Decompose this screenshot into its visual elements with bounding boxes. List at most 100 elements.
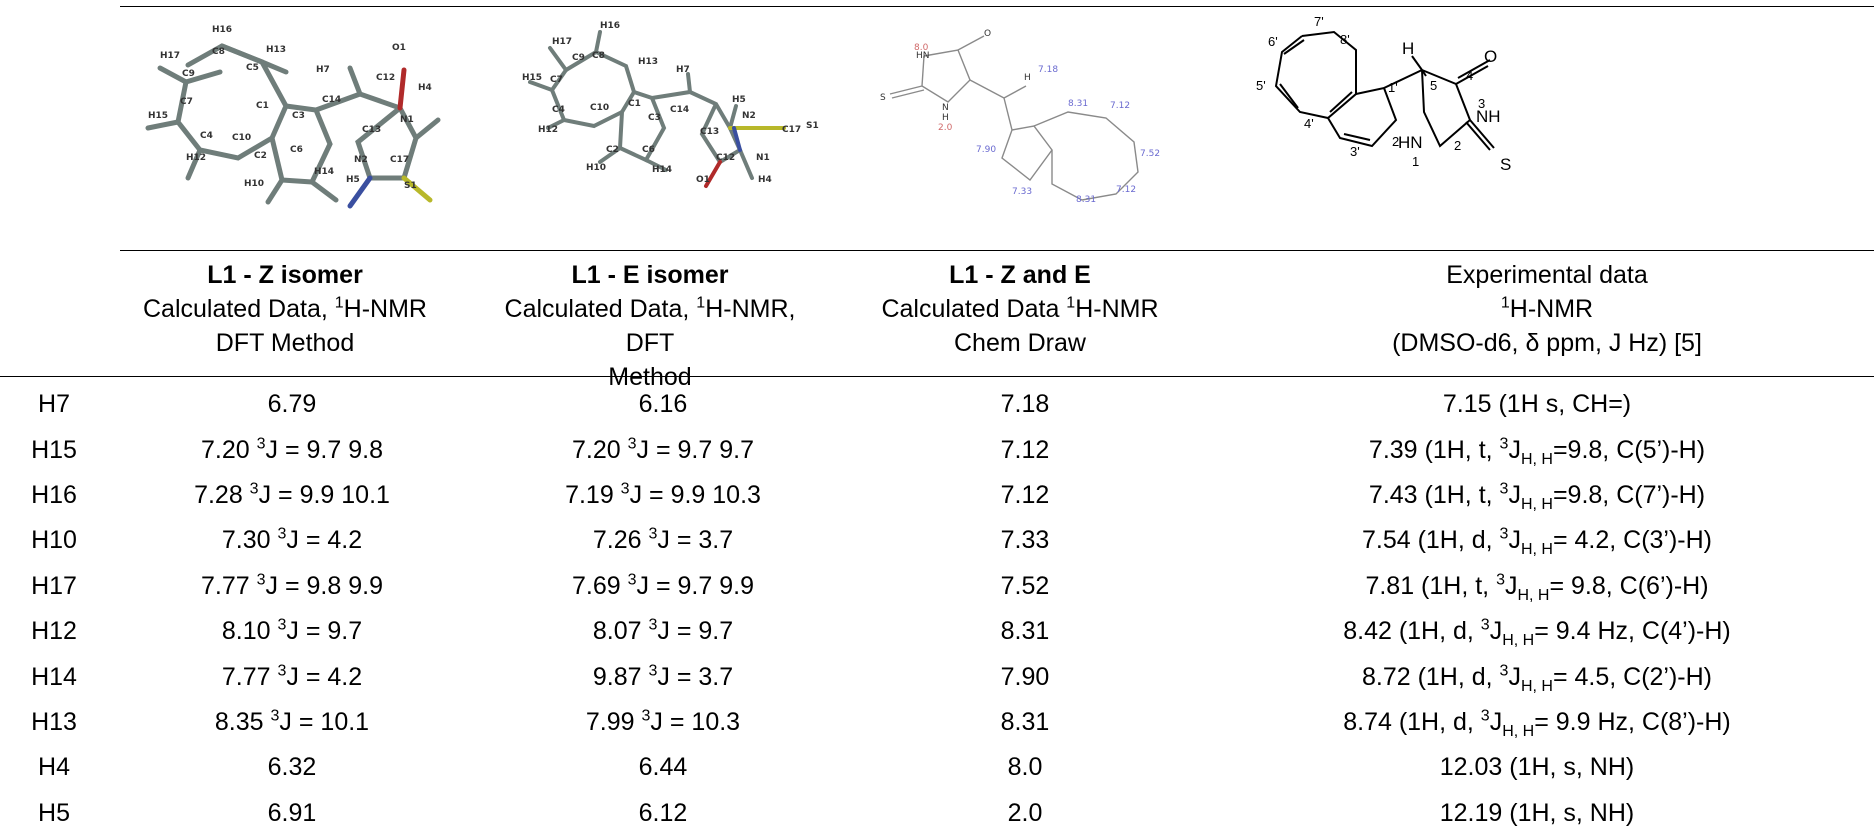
e-shift: 7.26 3J = 3.7 <box>592 526 734 555</box>
chemdraw-shift: 7.33 <box>1000 526 1050 555</box>
svg-text:HN: HN <box>1398 133 1423 152</box>
svg-text:H17: H17 <box>552 37 572 47</box>
svg-text:S: S <box>880 93 886 103</box>
svg-text:1': 1' <box>1388 80 1398 95</box>
svg-text:H10: H10 <box>586 163 606 173</box>
chemdraw-labels: S O HN N H H 8.0 2.0 7.18 8.31 7.12 7.90… <box>880 29 1160 205</box>
svg-text:H14: H14 <box>314 167 334 177</box>
e-shift: 8.07 3J = 9.7 <box>592 616 734 646</box>
experimental-shift: 7.81 (1H, t, 3JH, H= 9.8, C(6’)-H) <box>1365 571 1709 604</box>
svg-text:O: O <box>1484 47 1497 66</box>
chemdraw-structure <box>889 35 1139 201</box>
proton-label: H10 <box>31 526 77 555</box>
column-header-e: L1 - E isomer Calculated Data, 1H-NMR, D… <box>504 261 796 391</box>
svg-text:H4: H4 <box>418 83 432 93</box>
proton-label: H16 <box>31 480 77 509</box>
table-row: H4 6.32 6.44 8.0 12.03 (1H, s, NH) <box>0 745 1874 790</box>
svg-text:C1: C1 <box>256 101 269 111</box>
svg-text:4': 4' <box>1304 116 1314 131</box>
svg-text:C5: C5 <box>246 63 259 73</box>
svg-text:C12: C12 <box>376 73 395 83</box>
z-shift: 7.77 3J = 9.8 9.9 <box>201 571 383 600</box>
svg-text:H5: H5 <box>732 95 746 105</box>
svg-text:7': 7' <box>1314 14 1324 29</box>
svg-text:S1: S1 <box>404 181 417 191</box>
chemdraw-shift: 8.31 <box>1000 707 1050 736</box>
svg-text:7.12: 7.12 <box>1110 101 1130 111</box>
svg-text:7.33: 7.33 <box>1012 187 1032 197</box>
z-shift: 7.77 3J = 4.2 <box>221 662 363 691</box>
svg-text:H14: H14 <box>652 165 672 175</box>
svg-text:H5: H5 <box>346 175 360 185</box>
chemdraw-shift: 7.12 <box>1000 480 1050 509</box>
svg-text:C4: C4 <box>200 131 213 141</box>
svg-text:O1: O1 <box>392 43 406 53</box>
e-shift: 7.19 3J = 9.9 10.3 <box>565 480 761 509</box>
svg-text:5': 5' <box>1256 78 1266 93</box>
svg-text:C17: C17 <box>782 125 801 135</box>
proton-label: H7 <box>38 390 70 419</box>
svg-text:2: 2 <box>1454 138 1461 153</box>
svg-text:H10: H10 <box>244 179 264 189</box>
svg-text:7.52: 7.52 <box>1140 149 1160 159</box>
table-row: H12 8.10 3J = 9.7 8.07 3J = 9.7 8.31 8.4… <box>0 609 1874 654</box>
svg-text:3: 3 <box>1478 96 1485 111</box>
top-rule <box>120 6 1874 7</box>
header-rule <box>0 376 1874 377</box>
column-header-experimental: Experimental data 1H-NMR (DMSO-d6, δ ppm… <box>1392 261 1702 357</box>
svg-text:O: O <box>984 29 991 39</box>
z-shift: 8.10 3J = 9.7 <box>221 616 363 646</box>
structure-rule <box>120 250 1874 251</box>
svg-text:8.31: 8.31 <box>1076 195 1096 205</box>
svg-text:7.12: 7.12 <box>1116 185 1136 195</box>
table-row: H13 8.35 3J = 10.1 7.99 3J = 10.3 8.31 8… <box>0 700 1874 745</box>
svg-text:H15: H15 <box>522 73 542 83</box>
svg-text:C8: C8 <box>592 51 605 61</box>
z-isomer-model <box>145 43 441 205</box>
svg-text:C6: C6 <box>290 145 303 155</box>
svg-text:C4: C4 <box>552 105 565 115</box>
svg-text:C14: C14 <box>670 105 689 115</box>
svg-text:H13: H13 <box>638 57 658 67</box>
e-shift: 9.87 3J = 3.7 <box>592 662 734 691</box>
proton-label: H5 <box>38 798 70 827</box>
svg-text:2': 2' <box>1392 134 1402 149</box>
svg-text:8': 8' <box>1340 32 1350 47</box>
chemdraw-shift: 2.0 <box>1007 798 1043 827</box>
svg-text:S1: S1 <box>806 121 819 131</box>
svg-text:1: 1 <box>1412 154 1419 169</box>
experimental-shift: 8.74 (1H, d, 3JH, H= 9.9 Hz, C(8’)-H) <box>1343 707 1731 740</box>
svg-text:2.0: 2.0 <box>938 123 953 133</box>
svg-text:6': 6' <box>1268 34 1278 49</box>
svg-text:C9: C9 <box>572 53 585 63</box>
svg-text:N1: N1 <box>756 153 770 163</box>
column-header-z: L1 - Z isomer Calculated Data, 1H-NMR DF… <box>142 261 427 357</box>
svg-text:C9: C9 <box>182 69 195 79</box>
experimental-structure-labels: H O NH HN S 3 4 5 1 2 1' 2' 3' 4' 5' 6' … <box>1256 14 1511 174</box>
proton-label: H14 <box>31 662 77 691</box>
svg-text:H: H <box>942 113 949 123</box>
experimental-shift: 12.19 (1H, s, NH) <box>1439 798 1635 827</box>
svg-text:H4: H4 <box>758 175 772 185</box>
svg-text:4: 4 <box>1466 68 1473 83</box>
e-shift: 7.99 3J = 10.3 <box>585 707 741 736</box>
svg-text:8.0: 8.0 <box>914 43 929 53</box>
chemdraw-shift: 8.31 <box>1000 617 1050 646</box>
svg-text:O1: O1 <box>696 175 710 185</box>
experimental-shift: 7.15 (1H s, CH=) <box>1442 390 1632 419</box>
experimental-structure <box>1274 30 1495 151</box>
experimental-shift: 7.39 (1H, t, 3JH, H=9.8, C(5’)-H) <box>1368 435 1706 468</box>
svg-text:N: N <box>942 103 949 113</box>
nmr-table: H7 6.79 6.16 7.18 7.15 (1H s, CH=) H15 7… <box>0 382 1874 836</box>
chemdraw-shift: 7.18 <box>1000 390 1050 419</box>
experimental-shift: 12.03 (1H, s, NH) <box>1439 753 1635 782</box>
table-row: H10 7.30 3J = 4.2 7.26 3J = 3.7 7.33 7.5… <box>0 518 1874 563</box>
e-shift: 7.69 3J = 9.7 9.9 <box>572 571 754 600</box>
svg-text:H: H <box>1024 73 1031 83</box>
svg-text:C3: C3 <box>648 113 661 123</box>
svg-text:H7: H7 <box>316 65 330 75</box>
z-shift: 7.20 3J = 9.7 9.8 <box>201 435 383 464</box>
svg-text:H12: H12 <box>538 125 558 135</box>
proton-label: H12 <box>31 617 77 646</box>
